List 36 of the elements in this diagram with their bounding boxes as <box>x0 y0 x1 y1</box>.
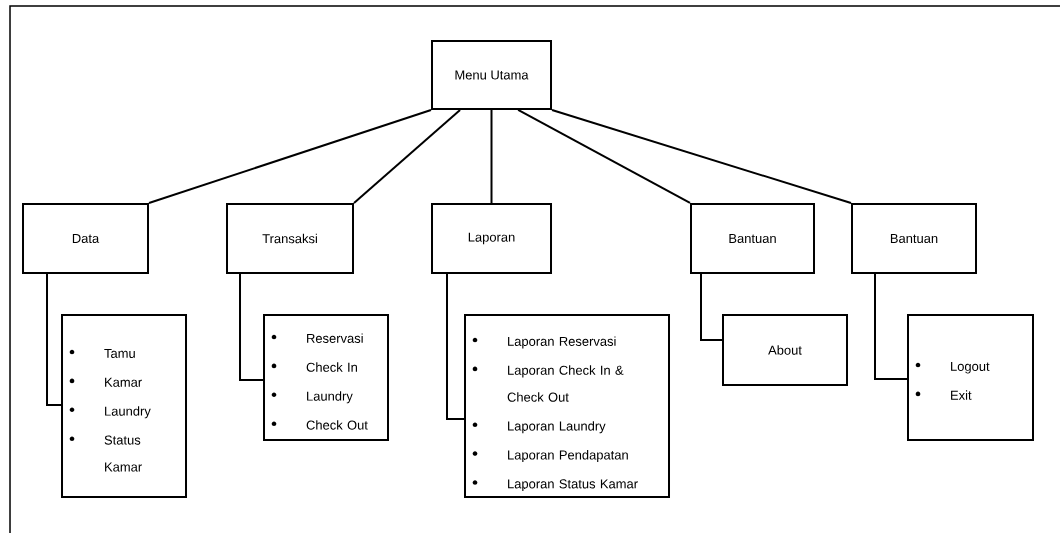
connector-line <box>874 273 908 380</box>
list-item: Logout <box>951 361 990 374</box>
connector-line <box>353 109 462 204</box>
connector-line <box>46 273 62 406</box>
list-item: Check Out <box>306 420 368 430</box>
list-item: Laundry <box>105 406 151 419</box>
menu-box: Bantuan <box>851 203 977 274</box>
list-box <box>464 314 670 498</box>
list-item: Laporan Reservasi <box>508 336 616 349</box>
list-item: Kamar <box>105 377 142 387</box>
connector-line <box>446 273 465 420</box>
connector-line <box>700 273 723 341</box>
list-item: Laundry <box>307 391 353 404</box>
list-item: Exit <box>951 390 972 400</box>
list-item: Laporan Laundry <box>508 421 606 434</box>
menu-box: Menu Utama <box>431 40 552 110</box>
connector-line <box>551 109 852 204</box>
connector-line <box>239 273 264 381</box>
menu-box: Laporan <box>431 203 552 274</box>
list-item: Laporan Check In & Check Out <box>507 365 624 402</box>
list-item: Laporan Pendapatan <box>508 450 628 463</box>
menu-box: Transaksi <box>226 203 354 274</box>
connector-line <box>517 109 691 204</box>
connector-line <box>148 109 432 204</box>
menu-box: About <box>722 314 848 386</box>
menu-box: Bantuan <box>690 203 815 274</box>
list-item: Status Kamar <box>104 435 142 472</box>
connector-line <box>490 109 493 204</box>
list-box <box>263 314 389 441</box>
list-box <box>61 314 187 498</box>
list-box <box>907 314 1034 441</box>
list-item: Laporan Status Kamar <box>508 479 638 491</box>
list-item: Reservasi <box>307 333 363 343</box>
list-item: Check In <box>306 362 357 372</box>
list-item: Tamu <box>104 348 135 358</box>
menu-box: Data <box>22 203 149 274</box>
